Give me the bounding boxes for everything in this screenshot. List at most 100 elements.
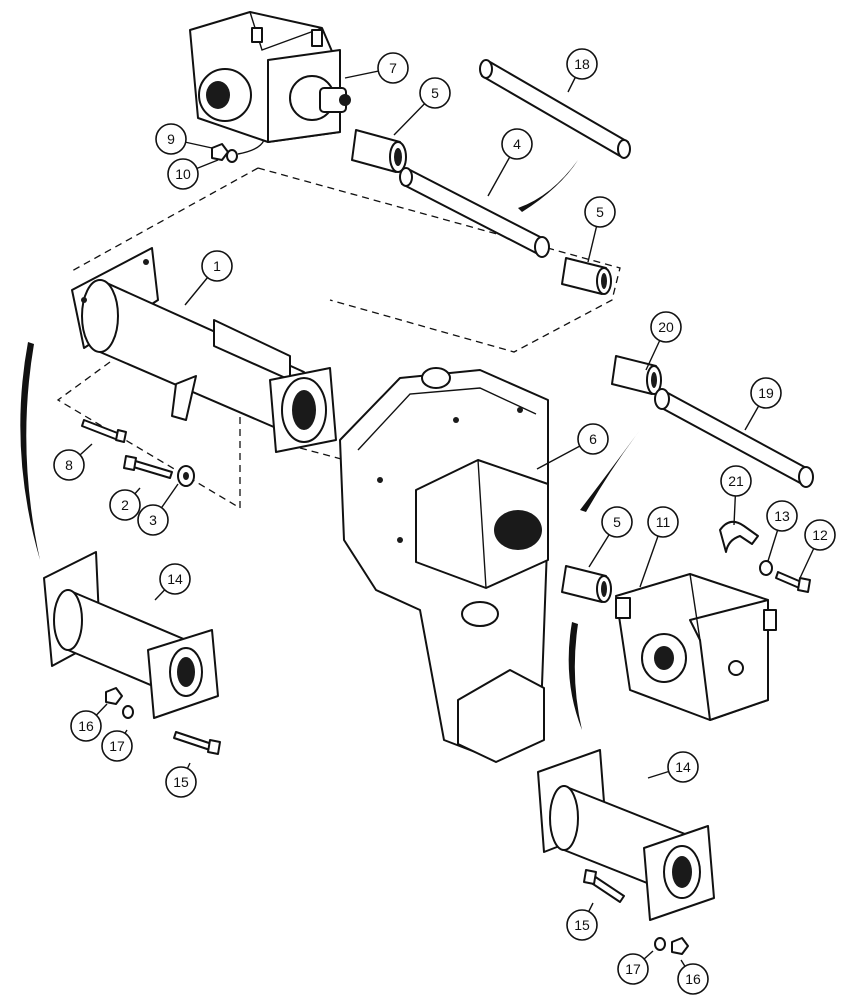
callout-circle — [101, 730, 133, 762]
callout-label: 18 — [574, 56, 590, 72]
callout-4: 4 — [501, 128, 533, 160]
callout-15: 15 — [566, 909, 598, 941]
nut-9-washer-10 — [211, 139, 265, 163]
callout-label: 13 — [774, 508, 790, 524]
washer-13 — [759, 560, 773, 576]
callout-circle — [647, 506, 679, 538]
bolt-15-left — [173, 731, 221, 755]
bolt-15-right — [583, 869, 625, 903]
tube-14-left — [43, 551, 219, 719]
callout-circle — [804, 519, 836, 551]
callout-label: 11 — [656, 514, 671, 530]
callout-circle — [601, 506, 633, 538]
bolt-12 — [775, 571, 811, 593]
gearbox-upper — [189, 11, 351, 143]
callout-17: 17 — [617, 953, 649, 985]
callout-19: 19 — [750, 377, 782, 409]
callout-circle — [667, 751, 699, 783]
callout-1: 1 — [201, 250, 233, 282]
callout-circle — [155, 123, 187, 155]
callout-2: 2 — [109, 489, 141, 521]
callout-10: 10 — [167, 158, 199, 190]
callout-13: 13 — [766, 500, 798, 532]
callout-label: 16 — [685, 971, 701, 987]
callout-label: 6 — [589, 431, 597, 447]
callout-label: 17 — [625, 961, 641, 977]
nut-16-right — [671, 937, 689, 955]
callout-circle — [167, 158, 199, 190]
callout-circle — [165, 766, 197, 798]
callout-label: 20 — [658, 319, 674, 335]
tube-1 — [71, 247, 337, 453]
callout-label: 7 — [389, 60, 397, 76]
callout-label: 14 — [675, 759, 691, 775]
callout-circle — [159, 563, 191, 595]
callout-circle — [70, 710, 102, 742]
callout-label: 1 — [213, 258, 221, 274]
callout-circle — [617, 953, 649, 985]
callout-label: 12 — [812, 527, 828, 543]
callout-circle — [720, 465, 752, 497]
washer-17-right — [654, 937, 666, 951]
callout-circle — [677, 963, 709, 995]
callout-label: 15 — [574, 917, 590, 933]
callout-16: 16 — [70, 710, 102, 742]
callout-circle — [377, 52, 409, 84]
bushing-5-lower — [561, 565, 612, 603]
housing-6 — [339, 367, 549, 763]
callout-6: 6 — [577, 423, 609, 455]
callout-label: 3 — [149, 512, 157, 528]
callout-circle — [650, 311, 682, 343]
callout-circle — [750, 377, 782, 409]
nut-16-left — [105, 687, 123, 705]
callouts: 1234555678910111213141415151616171718192… — [53, 48, 836, 995]
callout-label: 8 — [65, 457, 73, 473]
bushing-5-middle — [561, 257, 612, 295]
callout-circle — [501, 128, 533, 160]
callout-circle — [566, 909, 598, 941]
callout-circle — [584, 196, 616, 228]
callout-label: 16 — [78, 718, 94, 734]
gearbox-lower — [615, 573, 777, 721]
callout-5: 5 — [601, 506, 633, 538]
callout-circle — [201, 250, 233, 282]
motion-arcs — [20, 160, 640, 730]
bushing-5-top — [351, 129, 407, 173]
shaft-19 — [654, 388, 814, 488]
callout-label: 9 — [167, 131, 175, 147]
callout-label: 10 — [175, 166, 191, 182]
callout-9: 9 — [155, 123, 187, 155]
callout-label: 15 — [173, 774, 189, 790]
callout-15: 15 — [165, 766, 197, 798]
callout-18: 18 — [566, 48, 598, 80]
callout-5: 5 — [584, 196, 616, 228]
callout-label: 19 — [758, 385, 774, 401]
callout-12: 12 — [804, 519, 836, 551]
callout-5: 5 — [419, 77, 451, 109]
callout-14: 14 — [667, 751, 699, 783]
callout-label: 2 — [121, 497, 129, 513]
shaft-18 — [479, 59, 631, 159]
callout-3: 3 — [137, 504, 169, 536]
callout-7: 7 — [377, 52, 409, 84]
callout-label: 5 — [431, 85, 439, 101]
callout-circle — [566, 48, 598, 80]
callout-8: 8 — [53, 449, 85, 481]
callout-label: 4 — [513, 136, 521, 152]
callout-circle — [766, 500, 798, 532]
callout-label: 21 — [728, 473, 744, 489]
bolt-8 — [81, 419, 127, 443]
callout-circle — [109, 489, 141, 521]
tube-14-right — [537, 749, 715, 921]
clamp-21 — [719, 520, 759, 553]
callout-label: 5 — [596, 204, 604, 220]
bolt-2 — [123, 455, 173, 479]
washer-17-left — [122, 705, 134, 719]
callout-circle — [137, 504, 169, 536]
callout-label: 17 — [109, 738, 125, 754]
washer-3 — [177, 465, 195, 487]
callout-label: 5 — [613, 514, 621, 530]
callout-circle — [419, 77, 451, 109]
callout-label: 14 — [167, 571, 183, 587]
